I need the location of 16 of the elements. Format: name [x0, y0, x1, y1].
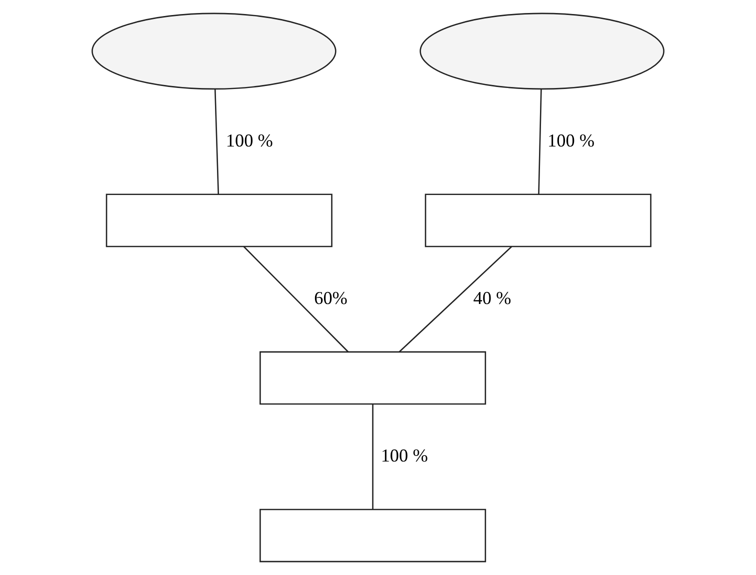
node-box — [106, 194, 332, 248]
edge-label: 40 % — [473, 288, 512, 308]
connector — [398, 246, 512, 352]
node-ellipse — [420, 12, 664, 90]
node-box — [260, 351, 486, 405]
connector — [214, 89, 220, 194]
node-ellipse — [92, 12, 336, 90]
edge-label: 100 % — [380, 446, 428, 466]
edge-label: 100 % — [226, 130, 273, 150]
connector — [538, 89, 542, 194]
node-box — [260, 508, 486, 562]
edge-label: 100 % — [547, 130, 595, 150]
connector — [243, 246, 349, 352]
node-box — [424, 194, 652, 248]
connector — [372, 404, 374, 510]
edge-label: 60% — [314, 288, 348, 308]
